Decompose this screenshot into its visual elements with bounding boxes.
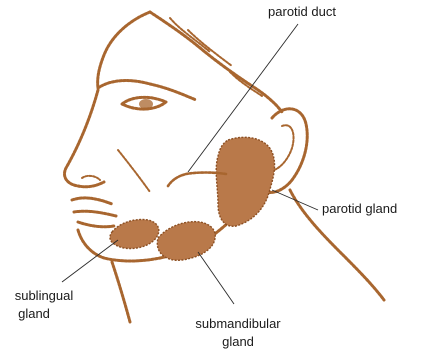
sublingual-label-line2: gland: [18, 306, 50, 321]
sublingual-label-line1: sublingual: [15, 288, 74, 303]
labels: parotid duct parotid gland sublingual gl…: [15, 4, 397, 349]
eye-pupil: [139, 99, 153, 109]
glands: [110, 137, 275, 260]
nostril: [82, 176, 100, 180]
parotid-gland-leader: [272, 190, 318, 210]
parotid-gland-label: parotid gland: [322, 201, 397, 216]
ear-inner: [274, 125, 294, 170]
mouth-line: [74, 211, 116, 216]
parotid-gland-shape: [216, 137, 274, 226]
cheek-crease: [118, 150, 150, 192]
submandibular-gland-shape: [157, 222, 215, 261]
forehead-outline: [98, 12, 150, 88]
sublingual-gland-leader: [62, 240, 118, 282]
upper-lip: [72, 198, 112, 204]
submandibular-gland-leader: [198, 252, 234, 304]
front-of-neck: [112, 262, 130, 322]
hair-outline: [150, 12, 282, 112]
parotid-duct-label: parotid duct: [268, 4, 336, 19]
lower-lip: [78, 222, 114, 227]
sublingual-gland-shape: [110, 220, 159, 249]
nose-outline: [65, 90, 105, 187]
submandibular-label-line2: gland: [222, 334, 254, 349]
submandibular-label-line1: submandibular: [195, 316, 281, 331]
